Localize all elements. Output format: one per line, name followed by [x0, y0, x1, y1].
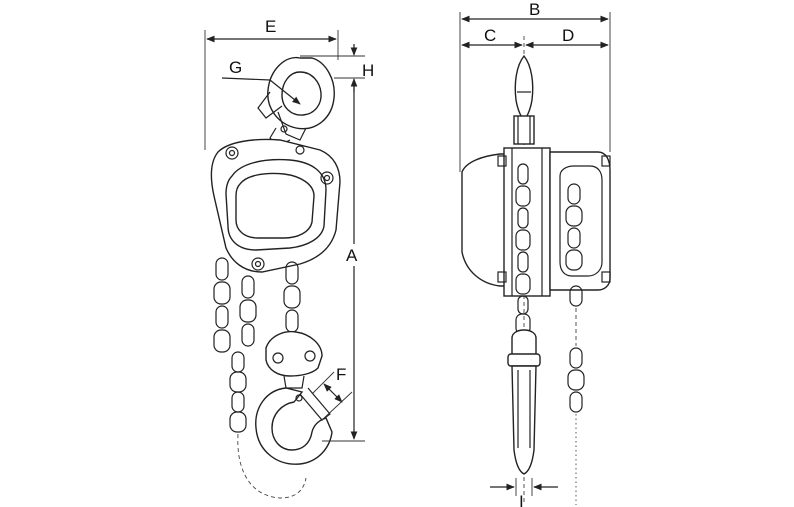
label-a: A: [346, 246, 358, 265]
side-load-hook: [507, 295, 541, 475]
hand-chain: [213, 257, 307, 499]
dimension-c: C: [461, 26, 523, 49]
top-hook-side: [513, 54, 535, 145]
label-b: B: [529, 0, 540, 19]
label-g: G: [229, 58, 242, 77]
side-internal-chain: [515, 163, 583, 295]
dimension-f: F: [311, 365, 353, 421]
bottom-hook: [255, 330, 333, 465]
dimension-e: E: [204, 17, 339, 150]
dimension-a: A: [322, 82, 365, 442]
hoist-body: [210, 138, 341, 273]
load-chain: [283, 261, 301, 333]
dimension-g: G: [221, 58, 301, 105]
label-e: E: [265, 17, 276, 36]
label-h: H: [362, 61, 374, 80]
label-f: F: [336, 365, 346, 384]
dimension-i: I: [490, 478, 558, 507]
label-i: I: [519, 492, 524, 507]
top-hook: [257, 56, 335, 147]
hand-wheel-cover: [549, 151, 611, 291]
side-plates: [497, 147, 551, 297]
front-view: E G H A F: [204, 17, 374, 499]
brake-cover: [461, 153, 507, 287]
side-view: B C D I: [459, 0, 611, 507]
dimension-b: B: [459, 0, 611, 172]
label-c: C: [484, 26, 496, 45]
dimension-d: D: [525, 26, 609, 49]
label-d: D: [562, 26, 574, 45]
side-hand-chain: [567, 285, 585, 505]
